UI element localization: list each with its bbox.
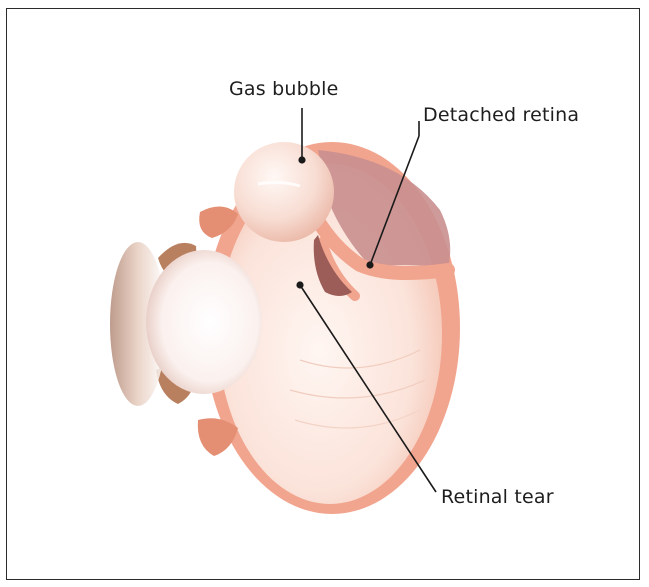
label-gas-bubble: Gas bubble	[229, 78, 339, 100]
label-detached-retina: Detached retina	[423, 104, 579, 126]
lens	[146, 250, 262, 394]
gas-bubble	[234, 142, 334, 242]
label-retinal-tear: Retinal tear	[441, 486, 554, 508]
